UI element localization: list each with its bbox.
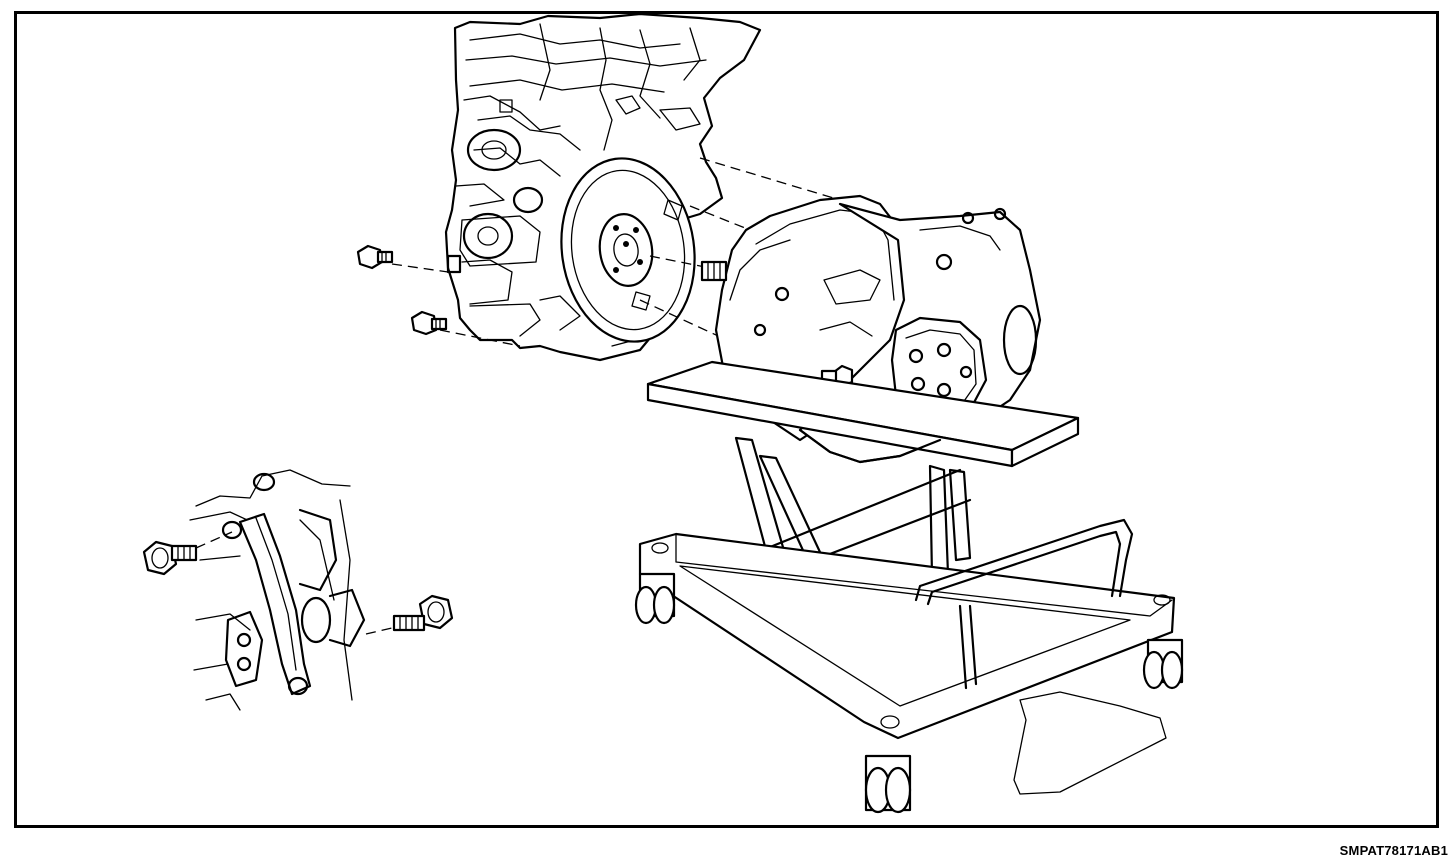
engine-assembly (444, 12, 762, 362)
bracket-bolt-left (142, 540, 198, 576)
transmission-bracket-detail (189, 469, 393, 711)
transmission-jack (634, 360, 1184, 814)
flywheel (560, 157, 696, 343)
bracket-bolt-right (392, 594, 454, 632)
figure-frame (14, 11, 1439, 828)
figure-code: SMPAT78171AB1 (1339, 843, 1448, 858)
alignment-lines (391, 157, 841, 347)
engine-bolt-upper (356, 244, 394, 270)
engine-bolt-lower (410, 310, 448, 336)
